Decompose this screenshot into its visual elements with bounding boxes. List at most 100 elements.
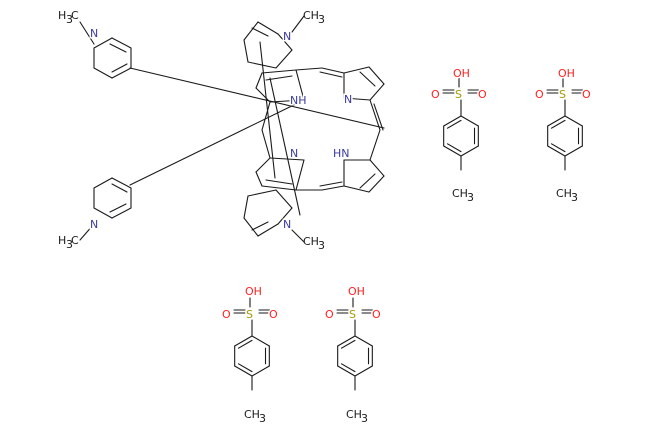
pyridinyl-top-right-methyl [291, 15, 305, 33]
tosylate-3-ring-bond-5 [251, 335, 270, 347]
pyrrole-bottom-left-bond-0 [261, 185, 297, 191]
pyrrole-n-bottom-left: N [290, 147, 298, 160]
svg-text:S: S [349, 308, 356, 321]
svg-text:O: O [372, 308, 381, 321]
pyrrole-bottom-right-dbl [359, 173, 376, 189]
pyrrole-bottom-left-bond-3 [255, 157, 271, 173]
pyridinyl-bottom-right-methyl [291, 229, 305, 243]
pyrrole-hn-bottom-right: HN [333, 147, 350, 160]
tosylate-4-labels: OH O S O CH 3 [324, 284, 383, 426]
svg-text:CH: CH [556, 187, 572, 200]
svg-text:O: O [535, 88, 544, 101]
link-bottom-right [259, 41, 276, 179]
pyrrole-bottom-right-bond-1 [369, 159, 385, 177]
svg-text:3: 3 [66, 13, 73, 26]
tosylate-3-ring-bond-2 [234, 365, 253, 377]
tosylate-3-labels: OH O S O CH 3 [221, 284, 280, 426]
pyridinyl-bottom-left-ring-bond-5 [93, 177, 113, 189]
pyridinyl-top-right-ring-bond-1 [277, 33, 293, 51]
svg-text:3: 3 [571, 191, 578, 204]
pyrrole-top-right-bond-3 [343, 97, 371, 101]
svg-text:S: S [455, 88, 462, 101]
svg-text:O: O [478, 88, 487, 101]
pyridinyl-top-left-labels: H 3 C N [58, 9, 100, 42]
svg-text:N: N [90, 27, 98, 40]
svg-text:N: N [283, 30, 291, 43]
pyridinyl-top-left-ring-bond-0 [111, 37, 132, 49]
pyrrole-n-top-right: N [344, 93, 352, 106]
svg-text:3: 3 [259, 412, 266, 425]
tosylate-2-ring-bond-3 [564, 145, 583, 157]
pyridinyl-bottom-right-ring-bond-1 [277, 207, 293, 225]
tosylate-2-ring-dbl-0 [550, 119, 566, 129]
tosylate-1-ring-bond-5 [460, 115, 479, 127]
pyrrole-nh-top-left: NH [290, 94, 307, 107]
pyridinyl-top-left-methyl [79, 21, 95, 45]
pyrrole-top-right-bond-1 [368, 66, 385, 85]
pyrrole-top-left-bond-0 [261, 69, 297, 74]
pyridinyl-top-right-ring-bond-2 [275, 49, 293, 69]
tosylate-4-ring-bond-2 [337, 365, 356, 377]
tosylate-1-ring-bond-3 [460, 145, 479, 157]
tosylate-3-ring-dbl-2 [237, 363, 253, 373]
pyridinyl-bottom-right-dbl [251, 221, 269, 231]
pyrrole-top-right-bond-2 [369, 83, 385, 101]
svg-text:C: C [71, 234, 79, 247]
svg-text:3: 3 [318, 13, 325, 26]
svg-text:S: S [559, 88, 566, 101]
pyridinyl-bottom-left-methyl [79, 223, 95, 241]
meso-left-a [261, 101, 271, 131]
atom-label-layer: N NH N HN H 3 C N N CH 3 N H 3 C N CH 3 [58, 9, 593, 426]
link-top-left [129, 67, 385, 129]
pyridinyl-top-right-ring-bond-4 [243, 39, 249, 63]
meso-top-dbl [319, 71, 343, 78]
svg-text:O: O [222, 308, 231, 321]
svg-text:O: O [325, 308, 334, 321]
pyrrole-top-right-dbl [359, 71, 376, 87]
pyridinyl-bottom-left-ring-bond-3 [93, 207, 113, 219]
pyridinyl-top-right-ring-bond-0 [257, 21, 279, 35]
svg-text:OH: OH [348, 285, 365, 298]
pyridinyl-bottom-right-ring-bond-5 [243, 217, 259, 237]
pyridinyl-bottom-left-labels: N H 3 C [58, 217, 100, 252]
svg-text:S: S [246, 308, 253, 321]
tosylate-1-labels: OH O S O CH 3 [430, 66, 489, 205]
pyridinyl-bottom-left-dbl-a [111, 183, 128, 193]
pyrrole-top-left-bond-1 [295, 69, 305, 101]
link-top-right [269, 77, 301, 216]
tosylate-4-ring-bond-0 [337, 335, 356, 347]
pyridinyl-bottom-right-ring-bond-2 [275, 189, 293, 209]
svg-text:OH: OH [453, 67, 470, 80]
pyrrole-top-left-bond-3 [255, 87, 271, 103]
pyridinyl-top-left-dbl-a [109, 43, 127, 53]
tosylate-1-ring-dbl-2 [446, 143, 462, 153]
tosylate-3-ring-bond-3 [251, 365, 270, 377]
svg-text:CH: CH [244, 408, 260, 421]
pyridinyl-bottom-right-ring-bond-0 [257, 223, 279, 237]
pyridinyl-top-left-ring-bond-3 [93, 67, 113, 79]
pyrrole-top-right-bond-0 [343, 66, 370, 74]
svg-text:O: O [269, 308, 278, 321]
pyridinyl-bottom-left-dbl-b [109, 203, 127, 213]
pyrrole-bottom-left-bond-2 [269, 157, 305, 161]
svg-text:3: 3 [66, 238, 73, 251]
svg-text:CH: CH [452, 187, 468, 200]
tosylate-2-ring-bond-2 [547, 145, 566, 157]
link-bottom-left [129, 99, 305, 186]
tosylate-2-ring-dbl-2 [550, 143, 566, 153]
svg-text:OH: OH [245, 285, 262, 298]
svg-text:CH: CH [303, 9, 319, 22]
meso-right-a [369, 99, 381, 131]
pyrrole-bottom-right-bond-3 [343, 185, 370, 193]
pyrrole-bottom-left-bond-1 [295, 159, 305, 191]
tosylate-2-ring-bond-5 [564, 115, 583, 127]
svg-text:O: O [431, 88, 440, 101]
svg-text:CH: CH [303, 235, 319, 248]
tosylate-3-ring-bond-0 [234, 335, 253, 347]
tosylate-4-ring-bond-5 [354, 335, 373, 347]
tosylate-1-ring-bond-0 [443, 115, 462, 127]
svg-text:N: N [283, 218, 291, 231]
pyrrole-bottom-left-dbl [265, 179, 293, 185]
pyridinyl-bottom-left-ring-bond-2 [111, 207, 132, 219]
